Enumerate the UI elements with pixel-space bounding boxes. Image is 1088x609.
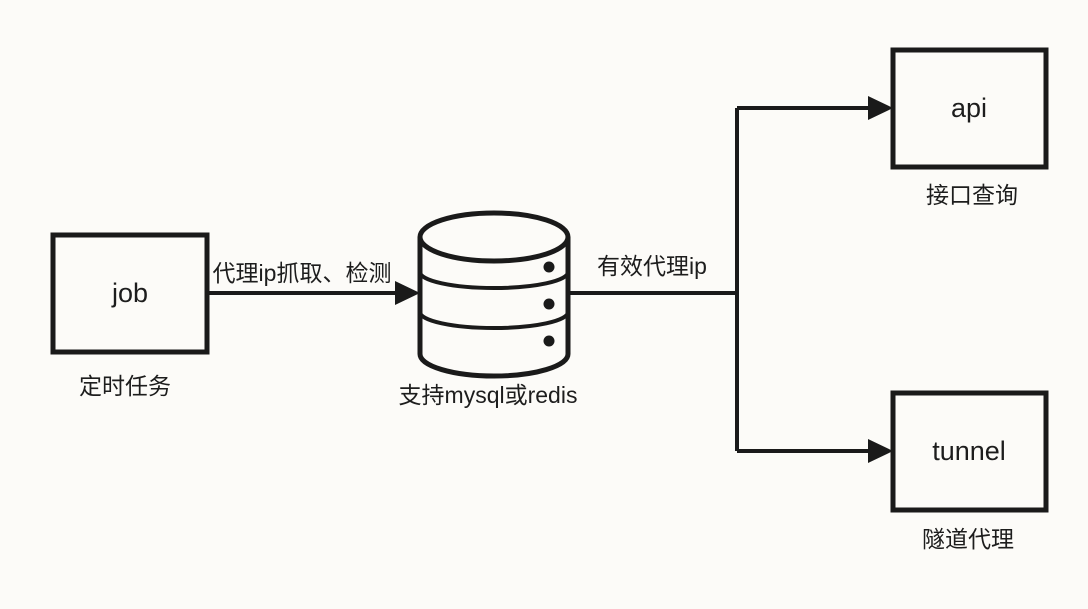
database-separator-arc-2 (418, 311, 570, 330)
database-top-ellipse (417, 210, 571, 264)
database-caption: 支持mysql或redis (399, 382, 578, 408)
database-dot-2 (543, 298, 555, 310)
edge-job-to-database-label: 代理ip抓取、检测 (213, 260, 392, 286)
job-node-label: job (111, 278, 148, 308)
tunnel-node-caption: 隧道代理 (922, 526, 1014, 552)
tunnel-node-box (890, 390, 1049, 513)
database-dot-3 (543, 335, 555, 347)
edge-to-api-arrowhead (868, 96, 893, 120)
edge-database-branch-line (568, 106, 873, 453)
database-dot-1 (543, 261, 555, 273)
database-icon (417, 210, 571, 379)
database-body (417, 237, 571, 379)
api-node-caption: 接口查询 (926, 182, 1018, 208)
edge-valid-proxy-label: 有效代理ip (597, 253, 707, 279)
api-node-box (890, 47, 1049, 170)
edge-to-tunnel-arrowhead (868, 439, 893, 463)
api-node-label: api (951, 93, 987, 123)
edge-job-to-database-arrowhead (395, 281, 420, 305)
tunnel-node-label: tunnel (932, 436, 1006, 466)
job-node-box (50, 232, 210, 355)
database-separator-arc-1 (418, 271, 570, 290)
job-node-caption: 定时任务 (79, 373, 171, 399)
